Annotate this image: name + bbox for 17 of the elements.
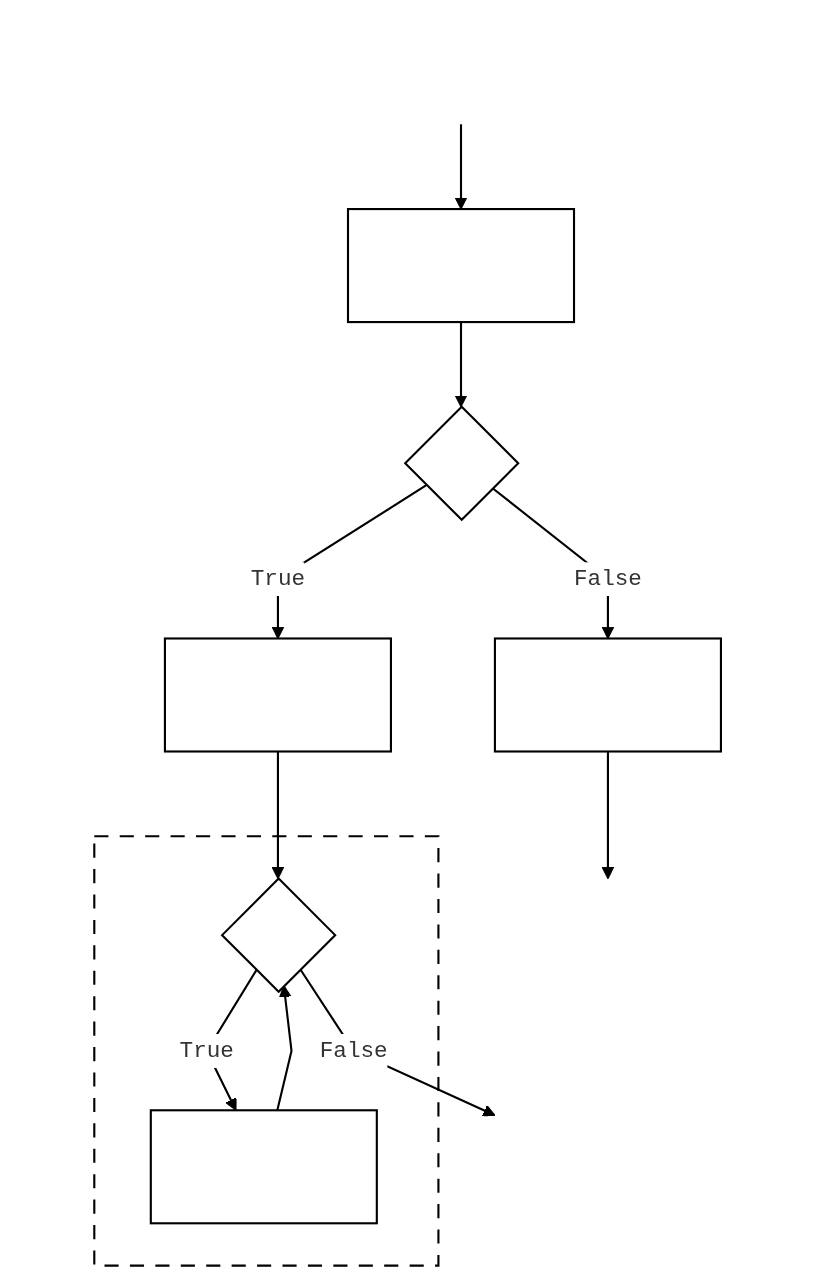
node-box xyxy=(150,1109,379,1225)
arrow xyxy=(455,124,468,210)
arrow xyxy=(455,322,468,408)
node-diamond xyxy=(404,405,521,522)
node-diamond xyxy=(221,877,337,994)
edge-label: False xyxy=(320,1038,388,1064)
arrow xyxy=(299,968,496,1117)
edge-label: False xyxy=(574,566,643,592)
node-box xyxy=(347,208,576,324)
arrow xyxy=(602,751,615,880)
edge-label: True xyxy=(251,566,306,592)
edge-label: True xyxy=(179,1038,235,1064)
arrow xyxy=(272,751,285,880)
node-box xyxy=(164,637,393,753)
cluster xyxy=(93,835,440,1267)
arrow xyxy=(276,985,293,1111)
node-box xyxy=(494,637,723,753)
